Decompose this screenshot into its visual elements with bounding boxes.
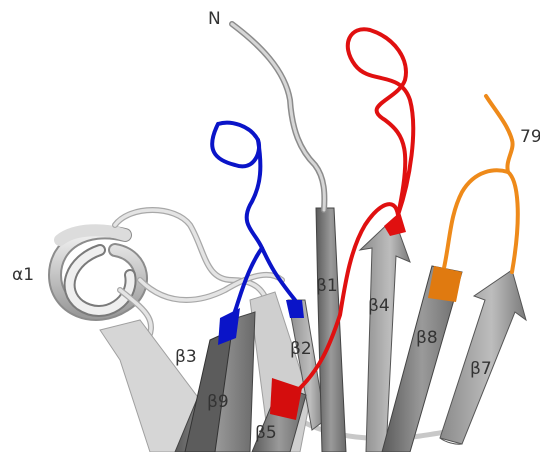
helix-alpha1: [55, 230, 141, 314]
label-beta7: β7: [470, 359, 492, 379]
label-n-terminus: N: [208, 9, 221, 29]
label-alpha1: α1: [12, 265, 34, 285]
label-beta8: β8: [416, 328, 438, 348]
label-beta9: β9: [207, 392, 229, 412]
label-beta2: β2: [290, 339, 312, 359]
label-beta4: β4: [368, 296, 390, 316]
n-terminal-coil: [232, 24, 324, 210]
orange-loop: [428, 96, 518, 302]
label-residue-79: 79: [520, 127, 540, 147]
label-beta1: β1: [316, 276, 338, 296]
label-beta5: β5: [255, 423, 277, 443]
label-beta3: β3: [175, 347, 197, 367]
